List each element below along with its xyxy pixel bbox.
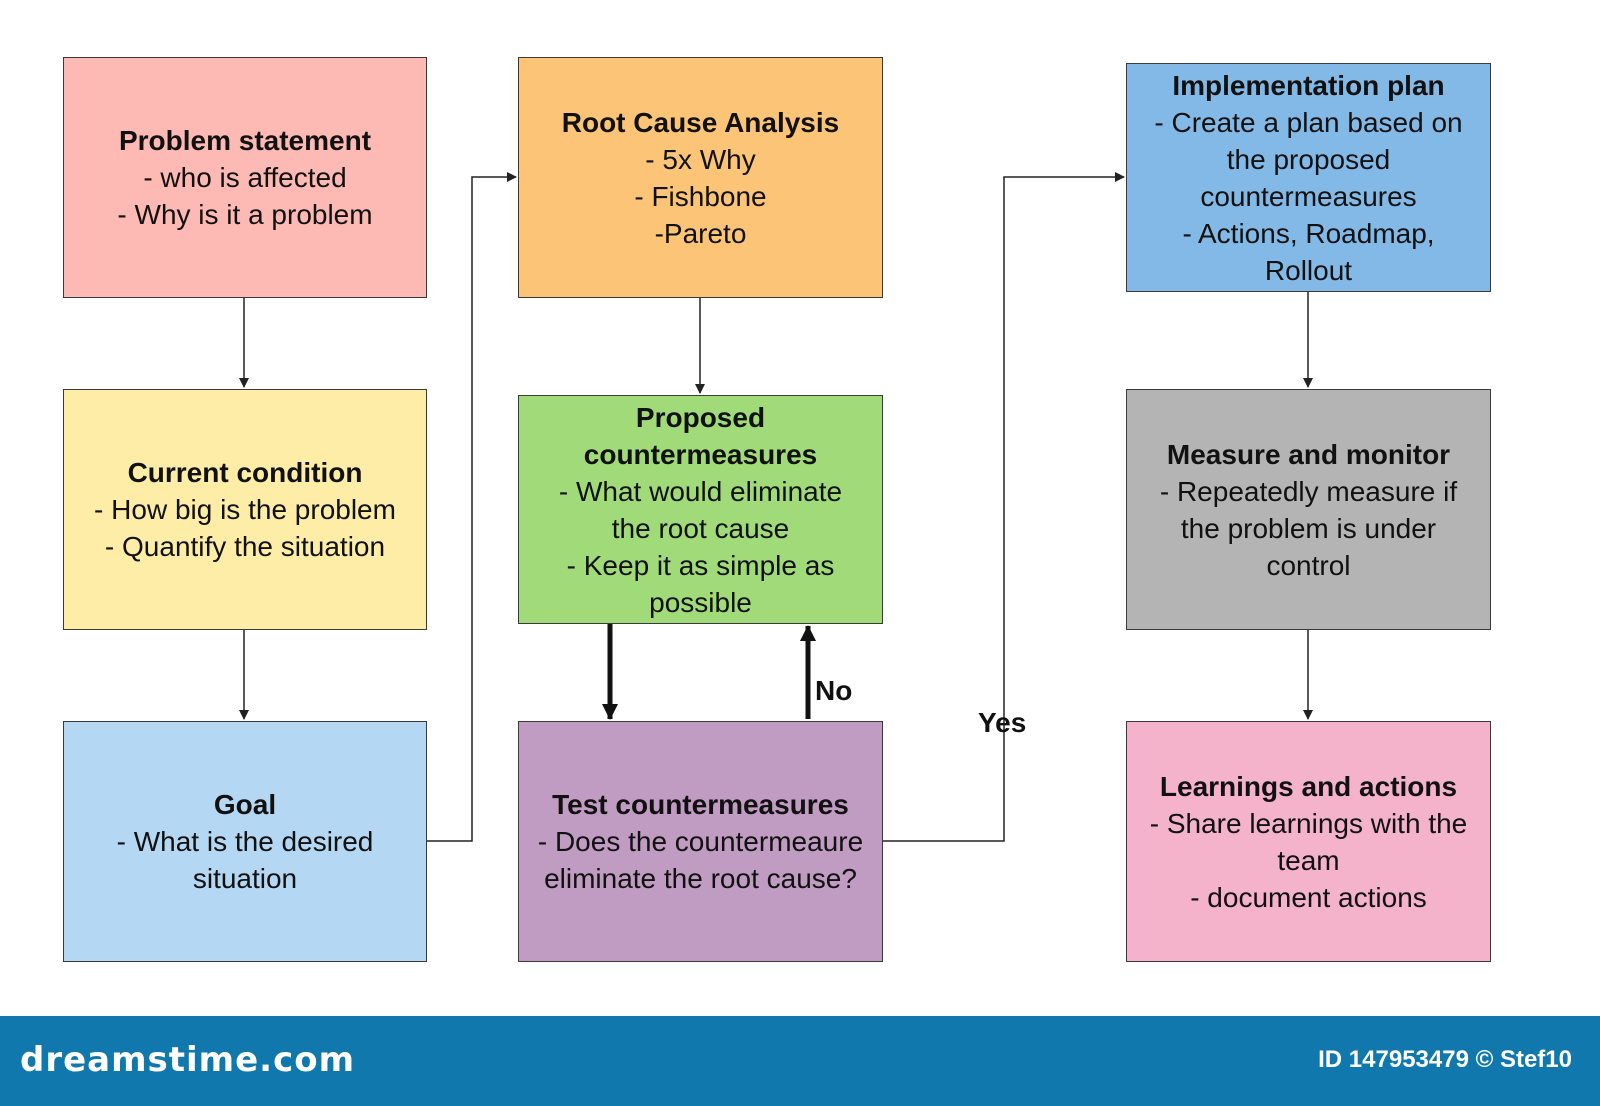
root-cause-analysis-line: -Pareto: [654, 217, 747, 249]
current-condition-title: Current condition: [127, 457, 363, 488]
root-cause-analysis-line: - Fishbone: [634, 180, 767, 212]
learnings-and-actions-line: team: [1277, 844, 1340, 876]
measure-and-monitor-line: control: [1266, 549, 1351, 581]
implementation-plan-title: Implementation plan: [1172, 69, 1445, 101]
measure-and-monitor-box: Measure and monitor - Repeatedly measure…: [1126, 389, 1491, 630]
connectors: [239, 172, 1313, 842]
implementation-plan-line: - Actions, Roadmap,: [1182, 217, 1435, 249]
measure-and-monitor-line: the problem is under: [1180, 512, 1437, 544]
problem-statement-box: Problem statement - who is affected - Wh…: [63, 57, 427, 298]
arrow-test-to-implementation-yes: [883, 172, 1125, 842]
current-condition-line: - How big is the problem: [94, 494, 396, 525]
learnings-and-actions-line: - document actions: [1190, 881, 1427, 913]
flowchart: Problem statement - who is affected - Wh…: [63, 57, 1491, 962]
problem-statement-title: Problem statement: [118, 125, 372, 156]
implementation-plan-box: Implementation plan - Create a plan base…: [1126, 63, 1491, 292]
test-countermeasures-line: eliminate the root cause?: [544, 863, 857, 894]
image-credit: ID 147953479 © Stef10: [1318, 1046, 1572, 1073]
implementation-plan-line: countermeasures: [1200, 180, 1417, 212]
test-countermeasures-box: Test countermeasures - Does the counterm…: [518, 721, 883, 962]
measure-and-monitor-line: - Repeatedly measure if: [1159, 475, 1458, 507]
proposed-countermeasures-line: possible: [649, 586, 752, 618]
proposed-countermeasures-title: countermeasures: [583, 438, 818, 470]
proposed-countermeasures-line: - What would eliminate: [558, 475, 843, 507]
goal-box: Goal - What is the desired situation: [63, 721, 427, 962]
implementation-plan-line: Rollout: [1264, 254, 1353, 286]
test-countermeasures-line: - Does the countermeaure: [537, 826, 864, 857]
proposed-countermeasures-title: Proposed: [635, 401, 766, 433]
implementation-plan-line: - Create a plan based on: [1154, 106, 1463, 138]
learnings-and-actions-line: - Share learnings with the: [1149, 807, 1468, 839]
goal-line: - What is the desired: [116, 826, 374, 857]
edge-label-yes: Yes: [978, 707, 1027, 738]
root-cause-analysis-line: - 5x Why: [645, 143, 756, 175]
implementation-plan-line: the proposed: [1226, 143, 1391, 175]
test-countermeasures-title: Test countermeasures: [552, 789, 849, 820]
goal-line: situation: [192, 863, 298, 894]
current-condition-line: - Quantify the situation: [104, 531, 386, 562]
proposed-countermeasures-box: Proposed countermeasures - What would el…: [518, 395, 883, 624]
measure-and-monitor-title: Measure and monitor: [1166, 438, 1451, 470]
root-cause-analysis-box: Root Cause Analysis - 5x Why - Fishbone …: [518, 57, 883, 298]
current-condition-box: Current condition - How big is the probl…: [63, 389, 427, 630]
problem-statement-line: - Why is it a problem: [117, 199, 373, 230]
problem-statement-line: - who is affected: [143, 162, 347, 193]
watermark-logo: dreamstime.com: [20, 1040, 356, 1080]
proposed-countermeasures-line: the root cause: [611, 512, 790, 544]
edge-label-no: No: [815, 675, 853, 706]
arrow-goal-to-rca: [427, 172, 517, 842]
learnings-and-actions-box: Learnings and actions - Share learnings …: [1126, 721, 1491, 962]
goal-title: Goal: [213, 789, 277, 820]
footer-bar: dreamstime.com ID 147953479 © Stef10: [0, 1016, 1600, 1106]
root-cause-analysis-title: Root Cause Analysis: [561, 106, 840, 138]
learnings-and-actions-title: Learnings and actions: [1159, 770, 1458, 802]
proposed-countermeasures-line: - Keep it as simple as: [566, 549, 835, 581]
